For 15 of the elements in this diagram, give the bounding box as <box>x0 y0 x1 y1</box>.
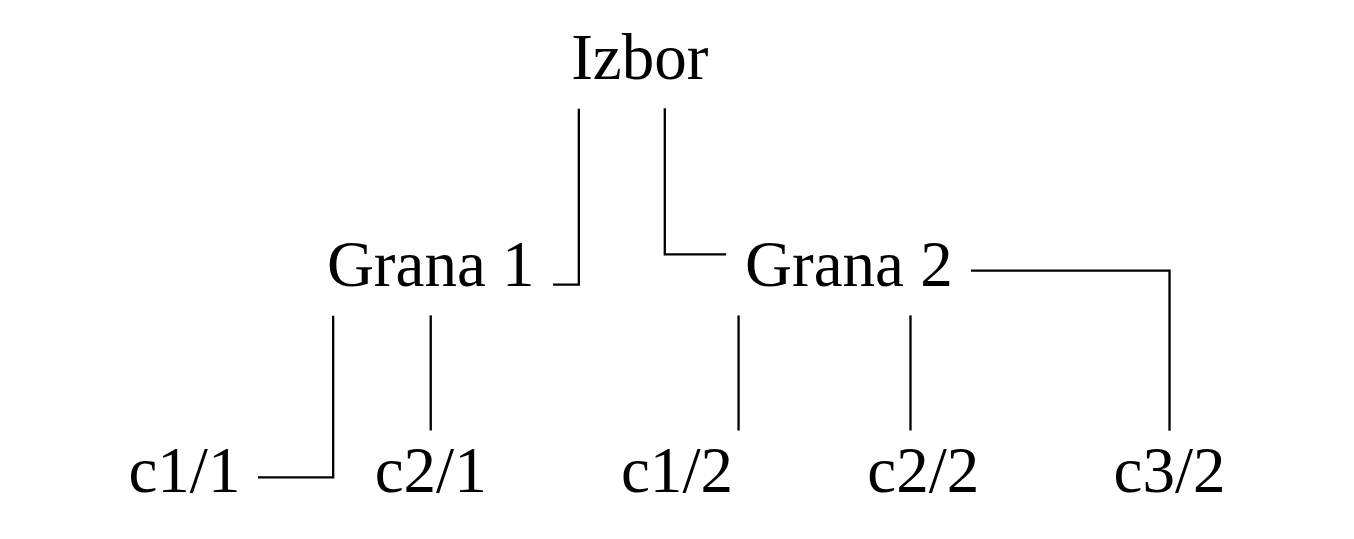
node-text: Grana 2 <box>745 227 953 300</box>
node-text: c2/1 <box>374 434 487 507</box>
connector <box>909 315 912 431</box>
connector <box>429 315 432 431</box>
node-text: c3/2 <box>1113 434 1226 507</box>
node-text: Izbor <box>571 20 709 93</box>
node-text: c1/1 <box>128 434 241 507</box>
connector <box>553 108 580 286</box>
connector <box>257 315 335 479</box>
node-text: Grana 1 <box>326 227 535 300</box>
connector <box>663 108 727 256</box>
node-text: c1/2 <box>621 434 733 507</box>
connector <box>971 269 1171 431</box>
connector <box>737 315 740 431</box>
node-text: c2/2 <box>867 434 980 507</box>
